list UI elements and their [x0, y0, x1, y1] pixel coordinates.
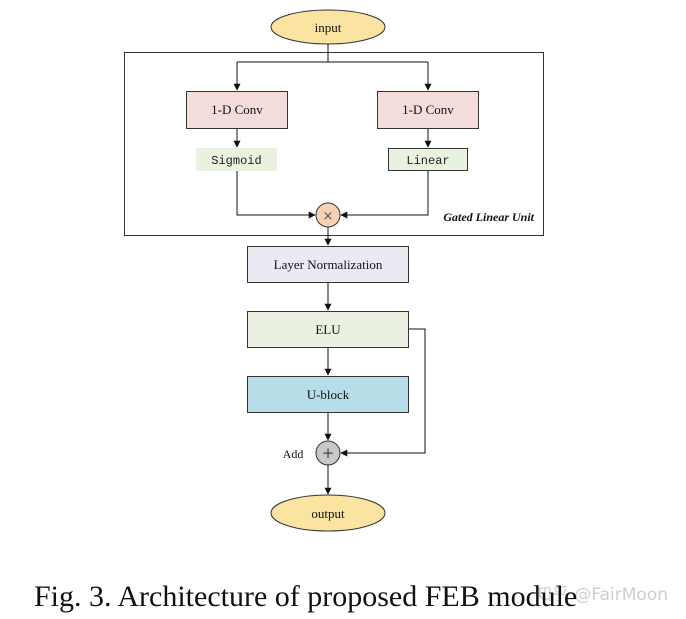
connector-linear-to-multiply [340, 171, 429, 219]
glu-title: Gated Linear Unit [443, 210, 534, 224]
multiply-icon: × [323, 209, 334, 224]
layernorm-box [247, 246, 409, 283]
ublock-box [247, 376, 409, 413]
sigmoid-box [196, 148, 277, 171]
residual-skip-connection [340, 328, 426, 457]
linear-label: Linear [406, 154, 449, 168]
output-ellipse [270, 494, 386, 532]
glu-block: Gated Linear Unit 1-D Conv 1-D Conv Sigm… [124, 44, 544, 236]
plus-icon: + [322, 444, 335, 462]
left-conv-box [186, 91, 288, 129]
input-node: input [270, 9, 386, 45]
add-label: Add [283, 447, 304, 461]
right-conv-label: 1-D Conv [402, 102, 454, 117]
figure-caption: Fig. 3. Architecture of proposed FEB mod… [34, 580, 577, 613]
input-label: input [315, 20, 342, 35]
elu-box [247, 311, 409, 348]
elu-label: ELU [315, 322, 341, 337]
sigmoid-label: Sigmoid [211, 154, 261, 168]
connector-sigmoid-to-multiply [236, 171, 316, 219]
right-conv-box [377, 91, 479, 129]
output-node: output [270, 494, 386, 532]
linear-box [388, 148, 468, 171]
layernorm-label: Layer Normalization [274, 257, 383, 272]
watermark: 知乎 @FairMoon [535, 585, 668, 605]
left-conv-label: 1-D Conv [211, 102, 263, 117]
output-label: output [311, 506, 345, 521]
ublock-label: U-block [307, 387, 350, 402]
glu-frame [124, 52, 544, 236]
